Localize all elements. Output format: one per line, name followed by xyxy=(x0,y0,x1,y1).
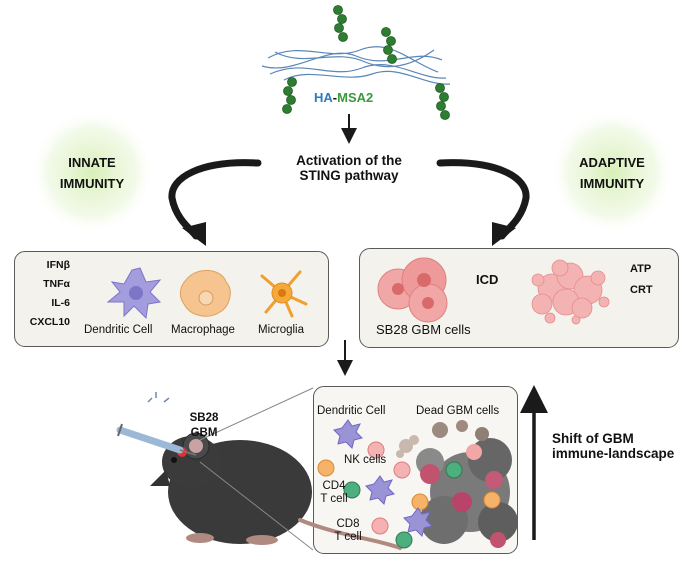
damp-item: ATP xyxy=(630,263,652,275)
tme-cd4-label: CD4 T cell xyxy=(316,480,352,506)
tme-nk-label: NK cells xyxy=(344,454,387,466)
cytokine-item: IFNβ xyxy=(46,259,70,271)
mouse-label-line2: GBM xyxy=(190,426,218,439)
innate-line1: INNATE xyxy=(68,155,116,170)
shift-line2: immune-landscape xyxy=(552,446,675,462)
activation-label: Activation of the STING pathway xyxy=(271,153,427,183)
arrow-to-innate-head xyxy=(182,222,206,246)
microglia-label: Microglia xyxy=(258,324,305,336)
shift-line1: Shift of GBM xyxy=(552,431,634,446)
zoom-line-top xyxy=(199,387,314,441)
adaptive-glow xyxy=(550,110,674,234)
tme-cd8-label: CD8 T cell xyxy=(330,518,366,544)
microglia-icon xyxy=(260,270,308,318)
innate-glow xyxy=(30,110,154,234)
damp-list: ATP CRT xyxy=(630,263,653,296)
tme-cd4-line1: CD4 xyxy=(322,480,346,492)
gbm-cells-icon xyxy=(377,257,448,323)
shift-label: Shift of GBM immune-landscape xyxy=(552,431,674,461)
dendritic-cell-icon xyxy=(106,267,162,320)
tme-dead-label: Dead GBM cells xyxy=(416,405,500,417)
adaptive-line1: ADAPTIVE xyxy=(579,155,645,170)
macrophage-label: Macrophage xyxy=(171,324,235,336)
gbm-cells-label: SB28 GBM cells xyxy=(376,322,471,337)
cytokine-list: IFNβ TNFα IL-6 CXCL10 xyxy=(18,259,70,336)
activation-line2: STING pathway xyxy=(299,168,399,184)
zoom-line-bottom xyxy=(199,461,314,551)
dying-gbm-cells-icon xyxy=(531,259,610,325)
activation-line1: Activation of the xyxy=(296,153,402,168)
adaptive-line2: IMMUNITY xyxy=(579,175,645,191)
cytokine-item: IL-6 xyxy=(51,297,70,309)
innate-line2: IMMUNITY xyxy=(59,175,125,191)
ha-msa2-label: HA-MSA2 xyxy=(314,90,374,106)
ha-polymer-icon xyxy=(261,46,451,85)
innate-label: INNATE IMMUNITY xyxy=(42,155,142,191)
tme-cd8-line1: CD8 xyxy=(336,518,360,530)
msa2-beads-icon xyxy=(282,5,450,120)
tme-dendritic-cells xyxy=(333,419,433,537)
tme-dendritic-label: Dendritic Cell xyxy=(317,405,386,417)
ha-dash: - xyxy=(332,90,338,105)
damp-item: CRT xyxy=(630,284,653,296)
mouse-label: SB28 GBM xyxy=(186,412,222,440)
adaptive-label: ADAPTIVE IMMUNITY xyxy=(562,155,662,191)
mouse-label-line1: SB28 xyxy=(189,412,219,424)
arrow-to-adaptive-head xyxy=(492,222,516,246)
ha-text: HA xyxy=(314,90,333,105)
syringe-icon xyxy=(116,423,197,456)
tme-debris-cluster xyxy=(396,435,419,458)
macrophage-icon xyxy=(179,270,231,317)
cytokine-item: CXCL10 xyxy=(29,316,70,328)
tme-t-cells xyxy=(317,459,501,549)
tme-cd4-line2: T cell xyxy=(320,492,348,505)
injection-splash-icon xyxy=(147,392,170,403)
cytokine-item: TNFα xyxy=(43,278,70,290)
tme-nk-cells xyxy=(367,441,411,535)
tme-gbm-cells xyxy=(420,444,506,548)
msa2-text: MSA2 xyxy=(337,90,374,105)
icd-label: ICD xyxy=(476,272,499,287)
dendritic-cell-label: Dendritic Cell xyxy=(84,324,153,336)
tme-cd8-line2: T cell xyxy=(334,530,362,543)
